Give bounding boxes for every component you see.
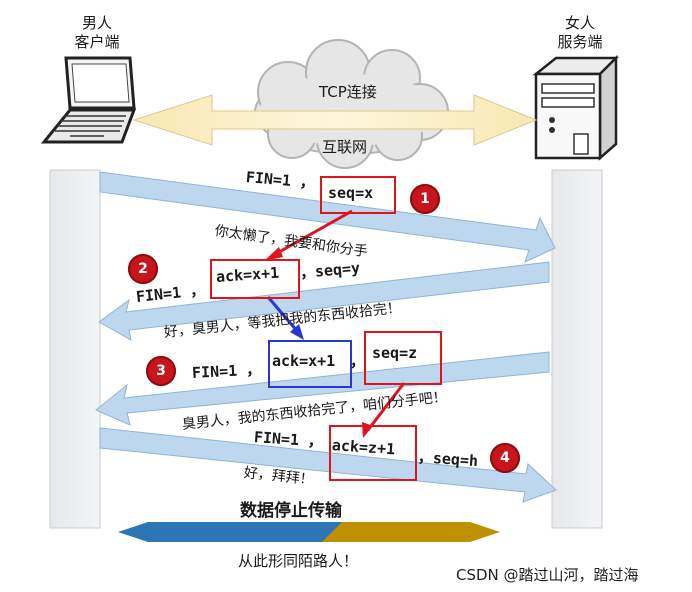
pointer-1-to-2: [264, 209, 353, 261]
step-badge-2: 2: [128, 254, 158, 284]
msg3-seq-value: seq=z: [372, 344, 418, 362]
server-icon: [532, 54, 620, 161]
tcp-connection-arrow: [132, 94, 538, 146]
stop-band-left: [118, 522, 352, 542]
client-role-line1: 男人: [81, 14, 112, 32]
server-role-label: 女人 服务端: [545, 14, 615, 52]
msg4-seq-value: ，seq=h: [417, 448, 479, 471]
data-stop-label: 数据停止传输: [240, 501, 342, 521]
csdn-watermark: CSDN @踏过山河，踏过海: [456, 566, 639, 584]
end-caption: 从此形同陌路人！: [238, 552, 359, 570]
server-role-line2: 服务端: [557, 33, 603, 51]
tcp-connection-label: TCP连接: [319, 83, 377, 101]
server-lifeline: [551, 169, 603, 529]
pointer-2-to-3: [266, 296, 304, 340]
client-role-line2: 客户端: [74, 33, 120, 51]
server-role-line1: 女人: [564, 14, 595, 32]
msg3-seq-highlight: [364, 331, 442, 385]
msg4-ack-highlight: [329, 425, 417, 481]
msg3-fin-flag: FIN=1 ，: [191, 360, 262, 382]
stop-band-right: [322, 522, 500, 542]
msg3-ack-value: ack=x+1: [272, 352, 336, 370]
msg2-ack-highlight: [210, 259, 300, 299]
client-role-label: 男人 客户端: [62, 14, 132, 52]
fin-arrow-1: [99, 171, 556, 263]
msg3-separator: ，: [350, 352, 366, 370]
laptop-icon: [40, 56, 137, 144]
fin-arrow-3: [95, 351, 550, 426]
step-badge-3: 3: [146, 356, 176, 386]
msg1-seq-highlight: [320, 176, 396, 214]
msg1-seq-value: seq=x: [328, 184, 374, 202]
ack-arrow-4: [99, 427, 557, 503]
ack-arrow-2: [98, 261, 550, 341]
msg3-ack-highlight: [268, 340, 352, 388]
internet-label: 互联网: [322, 138, 368, 156]
step-badge-4: 4: [490, 443, 520, 473]
step-badge-1: 1: [410, 184, 440, 214]
client-lifeline: [49, 169, 101, 529]
